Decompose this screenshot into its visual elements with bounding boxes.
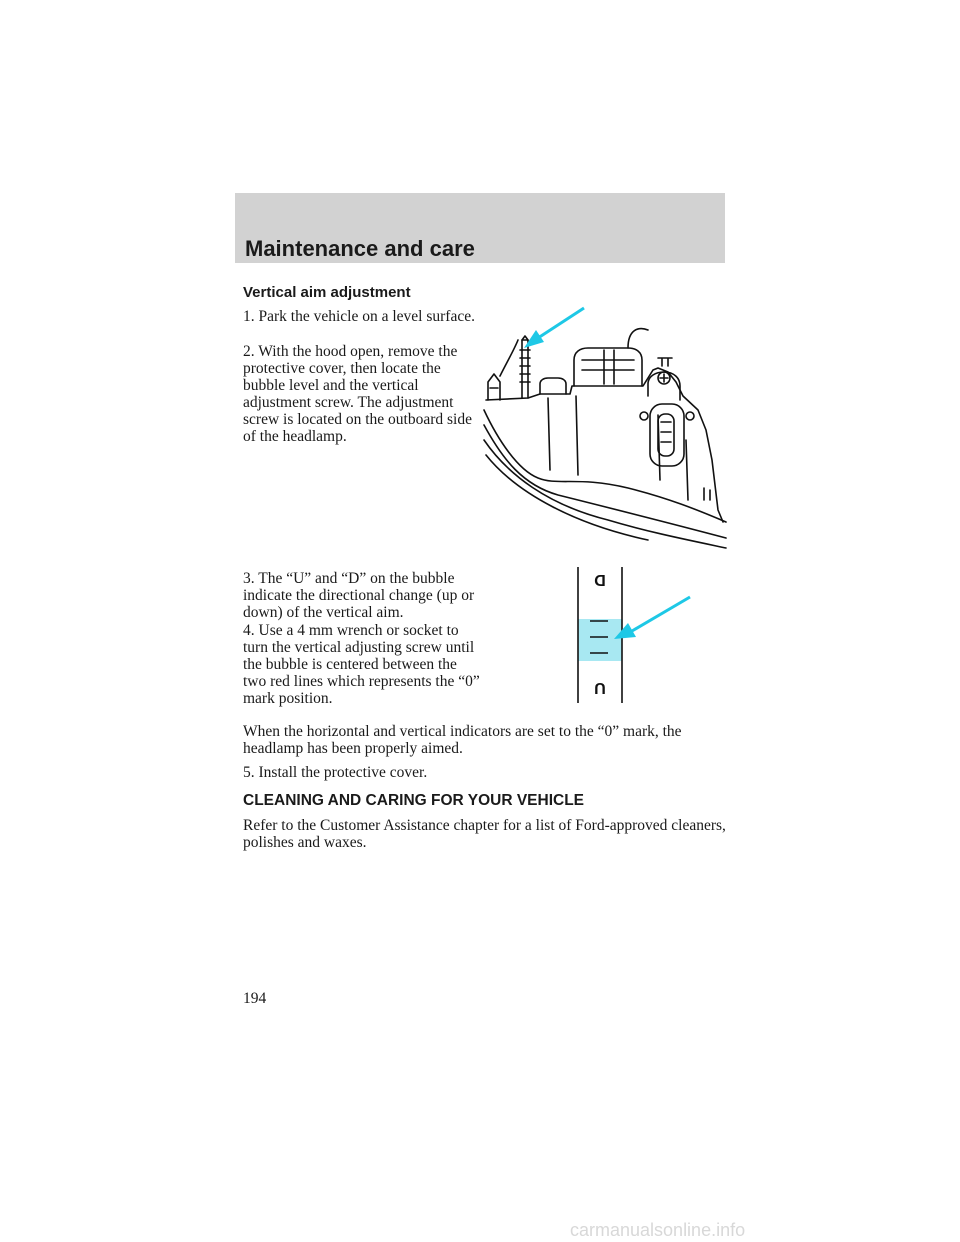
step-2: 2. With the hood open, remove the protec… [243, 343, 472, 445]
cleaning-text: Refer to the Customer Assistance chapter… [243, 817, 726, 851]
step-4: 4. Use a 4 mm wrench or socket to turn t… [243, 622, 480, 707]
step-3: 3. The “U” and “D” on the bubble indicat… [243, 570, 475, 621]
headlamp-illustration [483, 306, 727, 549]
step-1: 1. Park the vehicle on a level surface. [243, 308, 475, 325]
aim-note: When the horizontal and vertical indicat… [243, 723, 682, 757]
section-header-band: Maintenance and care [235, 193, 725, 263]
bubble-letter-bottom: U [594, 679, 606, 696]
section-title: Maintenance and care [245, 236, 475, 261]
page-number: 194 [243, 990, 267, 1007]
footer-watermark: carmanualsonline.info [570, 1220, 746, 1240]
subhead-vertical-aim: Vertical aim adjustment [243, 284, 411, 301]
step-5: 5. Install the protective cover. [243, 764, 428, 781]
bubble-letter-top: D [594, 571, 606, 588]
bubble-level-illustration: D U [577, 567, 691, 703]
cleaning-heading: CLEANING AND CARING FOR YOUR VEHICLE [243, 792, 585, 809]
